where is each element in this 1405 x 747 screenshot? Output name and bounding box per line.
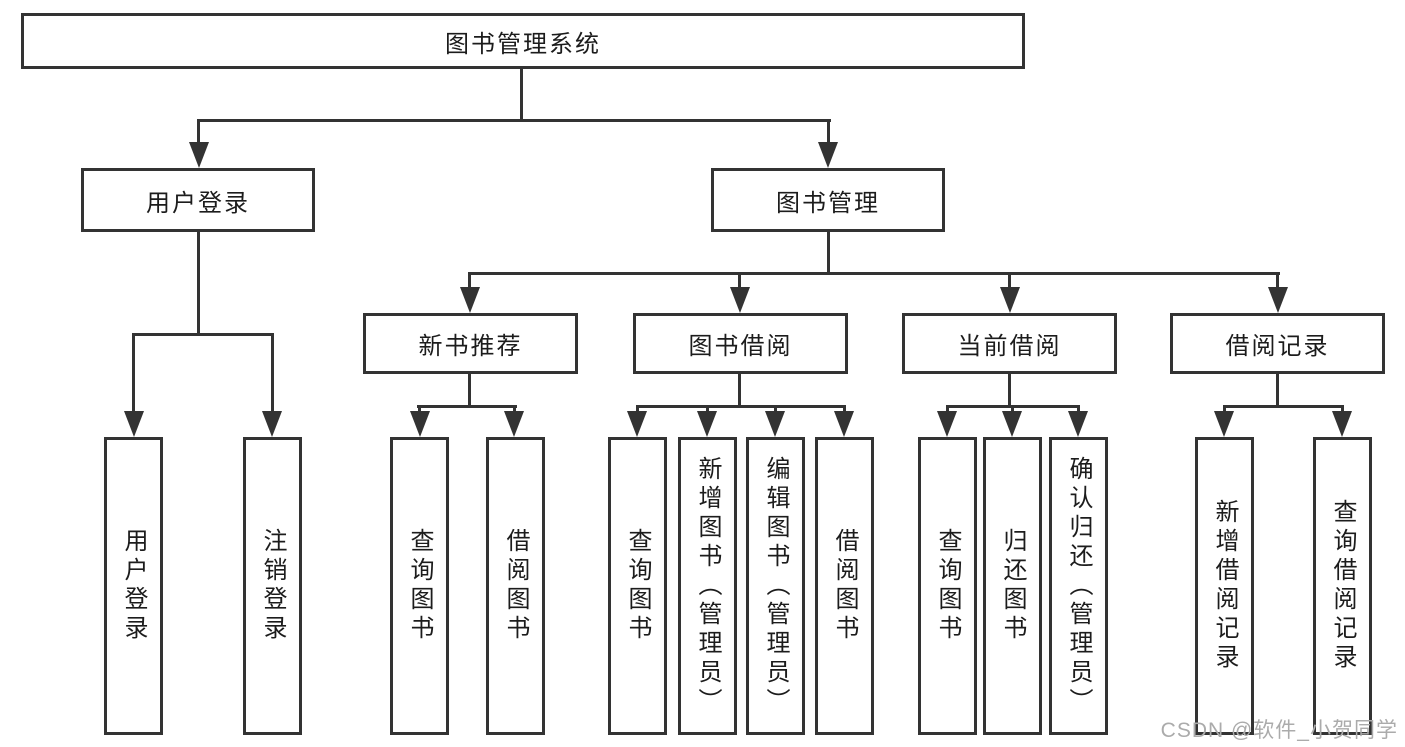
arrow-down-icon bbox=[410, 411, 430, 437]
arrow-down-icon bbox=[1214, 411, 1234, 437]
arrow-down-icon bbox=[765, 411, 785, 437]
connector-line bbox=[132, 333, 135, 416]
connector-line bbox=[468, 272, 471, 290]
connector-line bbox=[636, 405, 639, 415]
connector-line bbox=[197, 119, 831, 122]
connector-line bbox=[1008, 272, 1011, 290]
connector-line bbox=[1008, 374, 1011, 408]
leaf-add-borrow-record: 新增借阅记录 bbox=[1195, 437, 1254, 735]
connector-line bbox=[1223, 405, 1226, 415]
connector-line bbox=[1276, 374, 1279, 408]
arrow-down-icon bbox=[1068, 411, 1088, 437]
connector-line bbox=[1011, 405, 1014, 415]
connector-line bbox=[1276, 272, 1279, 290]
connector-line bbox=[843, 405, 846, 415]
connector-line bbox=[468, 374, 471, 408]
arrow-down-icon bbox=[504, 411, 524, 437]
leaf-borrow-books-borrowing: 借阅图书 bbox=[815, 437, 874, 735]
connector-line bbox=[827, 232, 830, 275]
connector-line bbox=[738, 374, 741, 408]
arrow-down-icon bbox=[937, 411, 957, 437]
node-current-borrowing: 当前借阅 bbox=[902, 313, 1117, 374]
connector-line bbox=[1341, 405, 1344, 415]
leaf-confirm-return-admin: 确认归还（管理员） bbox=[1049, 437, 1108, 735]
connector-line bbox=[197, 119, 200, 147]
leaf-user-login: 用户登录 bbox=[104, 437, 163, 735]
node-root: 图书管理系统 bbox=[21, 13, 1025, 69]
arrow-down-icon bbox=[697, 411, 717, 437]
arrow-down-icon bbox=[124, 411, 144, 437]
arrow-down-icon bbox=[834, 411, 854, 437]
arrow-down-icon bbox=[1000, 287, 1020, 313]
leaf-borrow-books-newbooks: 借阅图书 bbox=[486, 437, 545, 735]
leaf-edit-book-admin: 编辑图书（管理员） bbox=[746, 437, 805, 735]
connector-line bbox=[1077, 405, 1080, 415]
connector-line bbox=[132, 333, 274, 336]
arrow-down-icon bbox=[730, 287, 750, 313]
connector-line bbox=[738, 272, 741, 290]
connector-line bbox=[513, 405, 516, 415]
arrow-down-icon bbox=[1268, 287, 1288, 313]
arrow-down-icon bbox=[1002, 411, 1022, 437]
node-book-management: 图书管理 bbox=[711, 168, 945, 232]
connector-line bbox=[468, 272, 1280, 275]
connector-line bbox=[417, 405, 517, 408]
connector-line bbox=[774, 405, 777, 415]
connector-line bbox=[706, 405, 709, 415]
node-borrowing-records: 借阅记录 bbox=[1170, 313, 1385, 374]
leaf-logout: 注销登录 bbox=[243, 437, 302, 735]
connector-line bbox=[197, 232, 200, 336]
connector-line bbox=[418, 405, 421, 415]
connector-line bbox=[1223, 405, 1344, 408]
connector-line bbox=[827, 119, 830, 147]
arrow-down-icon bbox=[460, 287, 480, 313]
arrow-down-icon bbox=[627, 411, 647, 437]
leaf-query-books-newbooks: 查询图书 bbox=[390, 437, 449, 735]
leaf-return-book: 归还图书 bbox=[983, 437, 1042, 735]
connector-line bbox=[636, 405, 846, 408]
leaf-query-borrow-record: 查询借阅记录 bbox=[1313, 437, 1372, 735]
connector-line bbox=[946, 405, 949, 415]
arrow-down-icon bbox=[818, 142, 838, 168]
node-user-login: 用户登录 bbox=[81, 168, 315, 232]
leaf-query-books-current: 查询图书 bbox=[918, 437, 977, 735]
leaf-add-book-admin: 新增图书（管理员） bbox=[678, 437, 737, 735]
arrow-down-icon bbox=[189, 142, 209, 168]
arrow-down-icon bbox=[262, 411, 282, 437]
arrow-down-icon bbox=[1332, 411, 1352, 437]
node-book-borrowing: 图书借阅 bbox=[633, 313, 848, 374]
connector-line bbox=[271, 333, 274, 416]
watermark: CSDN @软件_小贺同学 bbox=[1160, 719, 1398, 742]
connector-line bbox=[520, 69, 523, 122]
node-new-book-recommendation: 新书推荐 bbox=[363, 313, 578, 374]
leaf-query-books-borrowing: 查询图书 bbox=[608, 437, 667, 735]
